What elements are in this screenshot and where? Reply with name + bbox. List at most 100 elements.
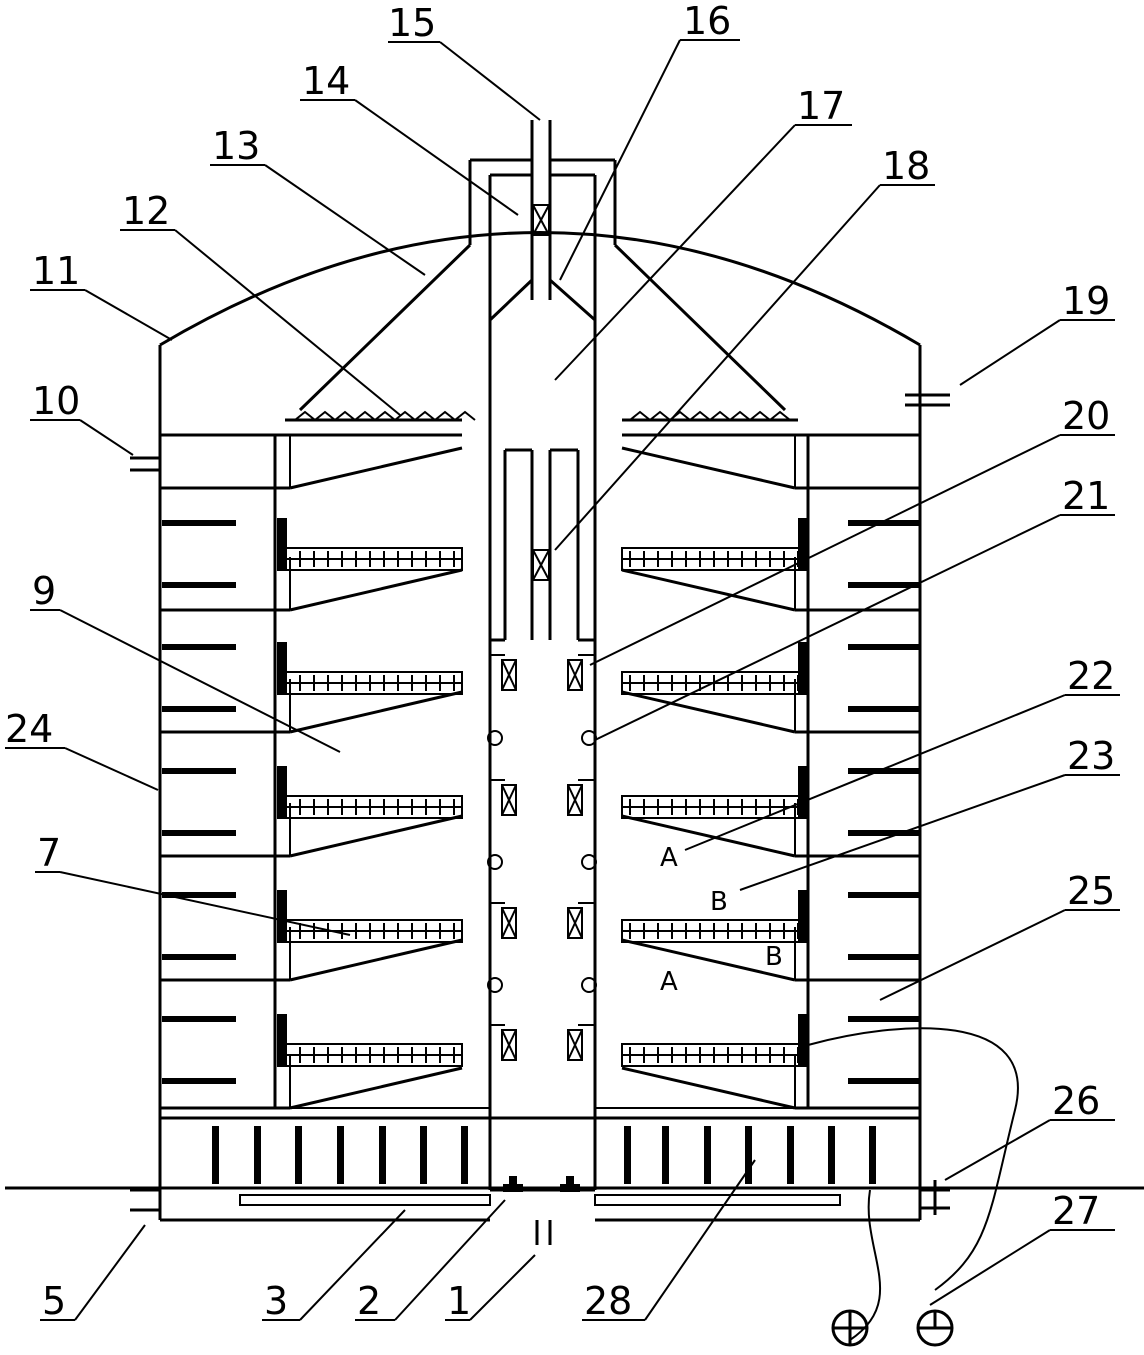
ring-baffle-right bbox=[848, 520, 920, 526]
ring-baffle-left bbox=[162, 892, 236, 898]
stage-valve-left bbox=[501, 1029, 517, 1061]
tray-slope-right bbox=[621, 1066, 796, 1110]
zone-letters: A B B A bbox=[660, 843, 783, 997]
tray-slope-left bbox=[289, 814, 463, 858]
zone-a-upper: A bbox=[660, 843, 678, 873]
stage-valve-right bbox=[567, 659, 583, 691]
stage-valve-left bbox=[501, 659, 517, 691]
top-collector bbox=[285, 243, 798, 422]
label-21: 21 bbox=[1062, 474, 1110, 518]
label-27: 27 bbox=[1052, 1189, 1100, 1233]
bed-seal-right bbox=[798, 890, 808, 942]
heating-rod bbox=[869, 1126, 876, 1184]
outer-vessel bbox=[158, 231, 922, 1222]
label-19: 19 bbox=[1062, 279, 1110, 323]
dome-roof bbox=[159, 231, 921, 347]
heating-rod bbox=[828, 1126, 835, 1184]
ring-baffle-right bbox=[848, 830, 920, 836]
label-20: 20 bbox=[1062, 394, 1110, 438]
ring-baffle-left bbox=[162, 954, 236, 960]
stage-valve-right bbox=[567, 1029, 583, 1061]
ring-baffle-right bbox=[848, 892, 920, 898]
tray-slope-right bbox=[621, 690, 796, 734]
ring-baffle-right bbox=[848, 1016, 920, 1022]
check-ball-left bbox=[487, 977, 503, 993]
power-supply bbox=[807, 1027, 1019, 1347]
heating-elements bbox=[212, 1126, 876, 1184]
label-22: 22 bbox=[1067, 654, 1115, 698]
ring-baffle-left bbox=[162, 582, 236, 588]
tray-slope-left bbox=[289, 446, 463, 490]
bed-seal-left bbox=[277, 890, 287, 942]
heating-rod bbox=[461, 1126, 468, 1184]
ring-baffle-left bbox=[162, 1078, 236, 1084]
check-ball-left bbox=[487, 854, 503, 870]
heating-rod bbox=[662, 1126, 669, 1184]
label-7: 7 bbox=[37, 831, 61, 875]
label-23: 23 bbox=[1067, 734, 1115, 778]
ring-baffle-left bbox=[162, 768, 236, 774]
ring-baffle-left bbox=[162, 830, 236, 836]
label-3: 3 bbox=[264, 1279, 288, 1323]
ring-baffle-left bbox=[162, 706, 236, 712]
label-2: 2 bbox=[357, 1279, 381, 1323]
heating-rod bbox=[787, 1126, 794, 1184]
tray-slope-left bbox=[289, 690, 463, 734]
stage-valve-left bbox=[501, 784, 517, 816]
heating-rod bbox=[212, 1126, 219, 1184]
check-ball-right bbox=[581, 977, 597, 993]
zone-b-upper: B bbox=[710, 887, 728, 917]
bed-seal-right bbox=[798, 642, 808, 694]
ring-baffle-right bbox=[848, 706, 920, 712]
label-15: 15 bbox=[388, 1, 436, 45]
tray-slope-right bbox=[621, 814, 796, 858]
label-17: 17 bbox=[797, 84, 845, 128]
label-28: 28 bbox=[584, 1279, 632, 1323]
check-ball-left bbox=[487, 730, 503, 746]
label-12: 12 bbox=[122, 189, 170, 233]
leader-lines bbox=[5, 39, 1120, 1321]
label-9: 9 bbox=[32, 569, 56, 613]
tray-slope-left bbox=[289, 938, 463, 982]
label-18: 18 bbox=[882, 144, 930, 188]
central-column bbox=[468, 120, 617, 1190]
heating-rod bbox=[337, 1126, 344, 1184]
ring-baffle-right bbox=[848, 1078, 920, 1084]
ring-baffle-left bbox=[162, 1016, 236, 1022]
ring-baffle-left bbox=[162, 644, 236, 650]
bed-seal-right bbox=[798, 766, 808, 818]
bed-seal-left bbox=[277, 642, 287, 694]
check-ball-right bbox=[581, 730, 597, 746]
heating-rod bbox=[745, 1126, 752, 1184]
bed-seal-right bbox=[798, 518, 808, 570]
label-1: 1 bbox=[447, 1279, 471, 1323]
label-16: 16 bbox=[683, 0, 731, 43]
ring-baffle-right bbox=[848, 768, 920, 774]
label-5: 5 bbox=[42, 1279, 66, 1323]
heating-rod bbox=[295, 1126, 302, 1184]
bed-seal-left bbox=[277, 1014, 287, 1066]
tray-slope-right bbox=[621, 938, 796, 982]
stage-trays bbox=[160, 435, 920, 1110]
tray-slope-left bbox=[289, 568, 463, 612]
stage-valve-right bbox=[567, 907, 583, 939]
check-ball-right bbox=[581, 854, 597, 870]
zone-b-lower: B bbox=[765, 942, 783, 972]
tray-slope-right bbox=[621, 446, 796, 490]
ring-baffle-right bbox=[848, 954, 920, 960]
ring-baffle-right bbox=[848, 644, 920, 650]
bottom-valve-right bbox=[560, 1176, 580, 1192]
ring-baffle-right bbox=[848, 582, 920, 588]
bed-seal-right bbox=[798, 1014, 808, 1066]
label-14: 14 bbox=[302, 59, 350, 103]
bottom-valve-left bbox=[503, 1176, 523, 1192]
tray-slope-left bbox=[289, 1066, 463, 1110]
stage-valve-right bbox=[567, 784, 583, 816]
heating-rod bbox=[420, 1126, 427, 1184]
heating-rod bbox=[704, 1126, 711, 1184]
tray-slope-right bbox=[621, 568, 796, 612]
part-numbers: 15 16 14 17 13 18 12 11 19 10 20 21 9 22… bbox=[5, 0, 1115, 1323]
stage-valve-left bbox=[501, 907, 517, 939]
